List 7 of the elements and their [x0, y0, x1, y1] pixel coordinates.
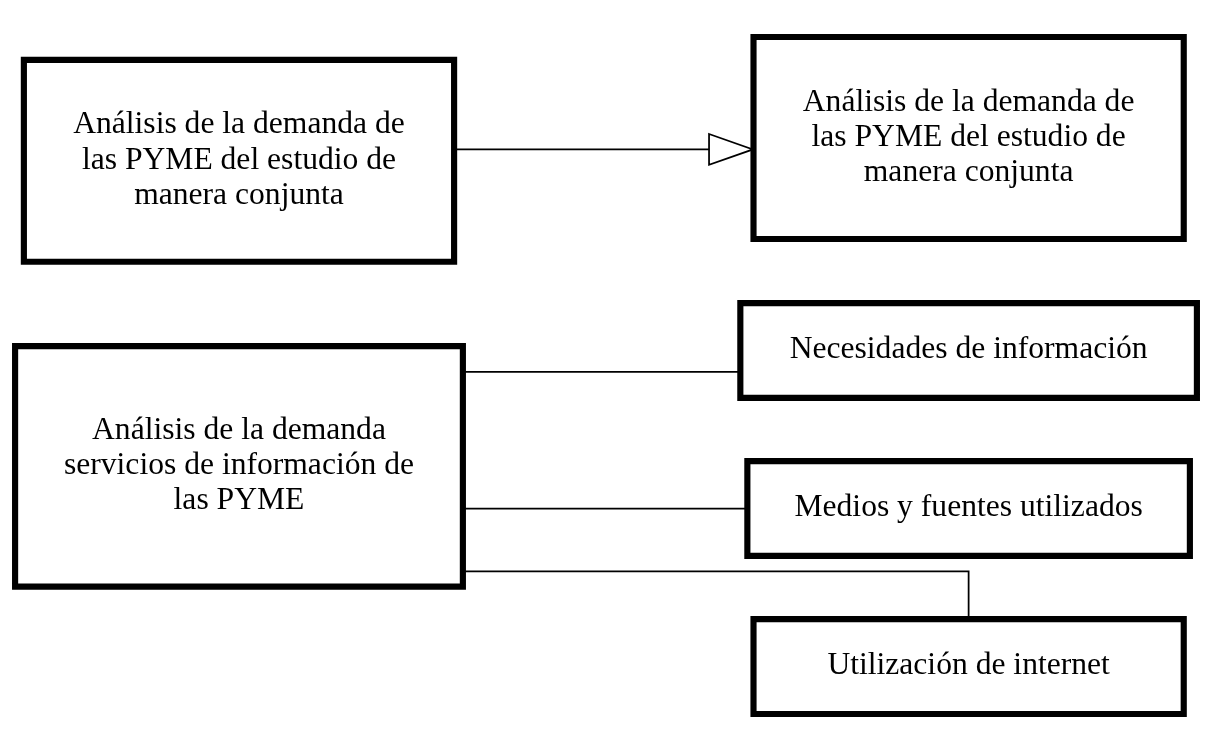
- node-box: Análisis de la demanda servicios de información de las PYME: [12, 343, 466, 590]
- node-box: Medios y fuentes utilizados: [744, 458, 1193, 559]
- node-box: Análisis de la demanda de las PYME del estudio de manera conjunta: [20, 56, 458, 265]
- node-box: Utilización de internet: [750, 616, 1187, 718]
- node-box: Análisis de la demanda de las PYME del estudio de manera conjunta: [750, 33, 1187, 243]
- connector: [462, 371, 741, 373]
- node-box: Necesidades de información: [737, 300, 1200, 401]
